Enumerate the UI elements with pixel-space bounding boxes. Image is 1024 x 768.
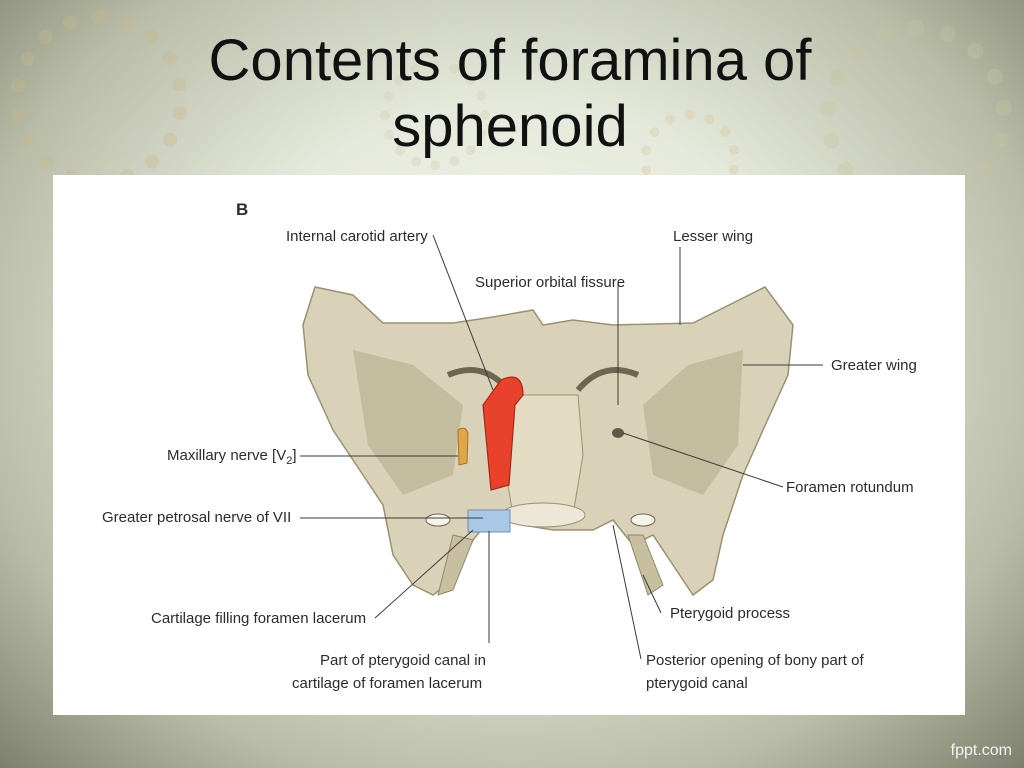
maxillary-nerve-shape xyxy=(457,427,469,466)
label-greater-wing: Greater wing xyxy=(831,357,917,374)
panel-letter: B xyxy=(236,200,248,219)
label-maxillary-nerve: Maxillary nerve [V2] xyxy=(167,447,297,467)
label-cartilage-filling: Cartilage filling foramen lacerum xyxy=(151,610,366,627)
internal-carotid-artery-shape xyxy=(482,376,524,491)
label-greater-petrosal-nerve: Greater petrosal nerve of VII xyxy=(102,509,291,526)
sphenoid-bone xyxy=(302,286,794,597)
label-internal-carotid-artery: Internal carotid artery xyxy=(286,228,428,245)
leader-lines xyxy=(300,234,823,660)
footer-brand: fppt.com xyxy=(950,742,1012,759)
sphenoid-diagram: B Internal carotid artery Lesser wing Su… xyxy=(102,200,917,692)
label-pterygoid-canal-line2: cartilage of foramen lacerum xyxy=(292,675,482,692)
label-posterior-opening-line1: Posterior opening of bony part of xyxy=(646,652,864,669)
label-foramen-rotundum: Foramen rotundum xyxy=(786,479,914,496)
label-lesser-wing: Lesser wing xyxy=(673,228,753,245)
sphenoid-figure: B Internal carotid artery Lesser wing Su… xyxy=(53,175,965,715)
cartilage-shape xyxy=(467,509,511,533)
background-decoration xyxy=(380,60,490,170)
slide-title: Contents of foramina of sphenoid xyxy=(208,28,812,159)
label-posterior-opening-line2: pterygoid canal xyxy=(646,675,748,692)
label-pterygoid-process: Pterygoid process xyxy=(670,605,790,622)
label-superior-orbital-fissure: Superior orbital fissure xyxy=(475,274,625,291)
label-pterygoid-canal-line1: Part of pterygoid canal in xyxy=(320,652,486,669)
